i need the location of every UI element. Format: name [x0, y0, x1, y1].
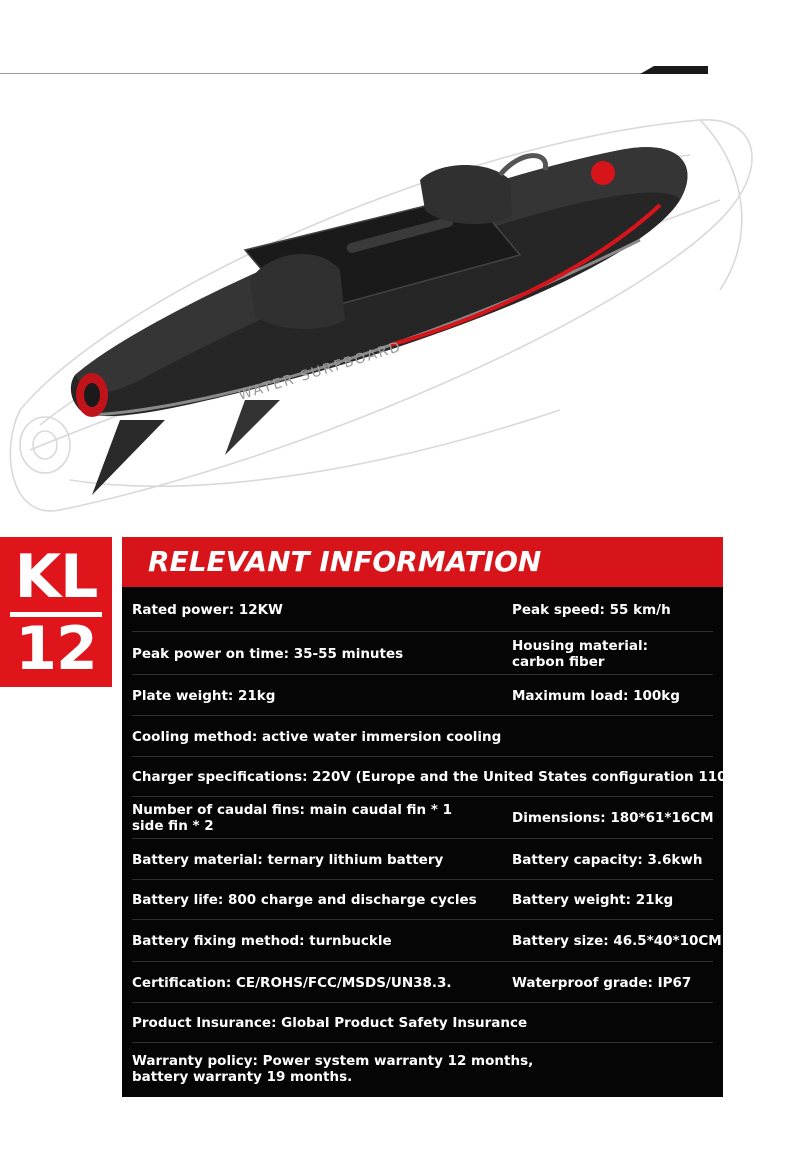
model-badge-prefix: KL	[14, 542, 99, 612]
spec-label-left: Battery fixing method: turnbuckle	[132, 933, 392, 949]
surfboard-image: WATER SURFBOARD	[9, 119, 753, 512]
model-badge-divider	[10, 612, 102, 617]
row-divider	[132, 674, 713, 675]
row-divider	[132, 1042, 713, 1043]
spec-label-left: Plate weight: 21kg	[132, 688, 276, 704]
section-title: RELEVANT INFORMATION	[148, 545, 542, 578]
spec-row: Certification: CE/ROHS/FCC/MSDS/UN38.3. W…	[122, 962, 723, 1003]
spec-row: Battery material: ternary lithium batter…	[122, 839, 723, 880]
spec-label-left: Peak power on time: 35-55 minutes	[132, 646, 404, 662]
corner-tab-decoration	[640, 66, 708, 74]
spec-row: Battery fixing method: turnbuckle Battery…	[122, 920, 723, 962]
top-divider-line	[0, 73, 707, 74]
spec-row: Battery life: 800 charge and discharge c…	[122, 880, 723, 920]
spec-label-right: Waterproof grade: IP67	[512, 975, 692, 991]
model-badge: KL 12	[0, 537, 112, 687]
spec-label-left: Product Insurance: Global Product Safety…	[132, 1015, 528, 1031]
row-divider	[132, 919, 713, 920]
spec-row: Product Insurance: Global Product Safety…	[122, 1003, 723, 1043]
spec-panel-header: RELEVANT INFORMATION	[122, 537, 723, 587]
spec-label-right: Battery capacity: 3.6kwh	[512, 852, 703, 868]
spec-label-right: Battery weight: 21kg	[512, 892, 674, 908]
spec-label-right: Peak speed: 55 km/h	[512, 602, 671, 618]
spec-label-right: Maximum load: 100kg	[512, 688, 680, 704]
spec-label-left: Battery material: ternary lithium batter…	[132, 852, 444, 868]
spec-row: Charger specifications: 220V (Europe and…	[122, 757, 743, 797]
spec-label-left: Charger specifications: 220V (Europe and…	[132, 769, 744, 785]
row-divider	[132, 631, 713, 632]
row-divider	[132, 961, 713, 962]
spec-label-right: Battery size: 46.5*40*10CM	[512, 933, 722, 949]
row-divider	[132, 715, 713, 716]
model-badge-number: 12	[15, 614, 98, 684]
spec-panel	[122, 537, 723, 1097]
spec-label-right: Housing material:carbon fiber	[512, 638, 649, 670]
spec-label-left: Cooling method: active water immersion c…	[132, 729, 502, 745]
spec-row: Rated power: 12KW Peak speed: 55 km/h	[122, 588, 723, 632]
spec-row: Peak power on time: 35-55 minutes Housing…	[122, 632, 723, 675]
row-divider	[132, 879, 713, 880]
spec-label-left: Rated power: 12KW	[132, 602, 283, 618]
spec-row: Cooling method: active water immersion c…	[122, 716, 723, 757]
row-divider	[132, 756, 713, 757]
spec-row: Plate weight: 21kg Maximum load: 100kg	[122, 675, 723, 716]
spec-label-left: Certification: CE/ROHS/FCC/MSDS/UN38.3.	[132, 975, 452, 991]
spec-label-right: Dimensions: 180*61*16CM	[512, 810, 714, 826]
spec-row: Number of caudal fins: main caudal fin *…	[122, 797, 723, 839]
row-divider	[132, 1002, 713, 1003]
spec-label-left: Number of caudal fins: main caudal fin *…	[132, 802, 452, 834]
spec-row: Warranty policy: Power system warranty 1…	[122, 1043, 723, 1095]
spec-label-left: Battery life: 800 charge and discharge c…	[132, 892, 477, 908]
spec-label-left: Warranty policy: Power system warranty 1…	[132, 1053, 534, 1085]
row-divider	[132, 796, 713, 797]
row-divider	[132, 838, 713, 839]
